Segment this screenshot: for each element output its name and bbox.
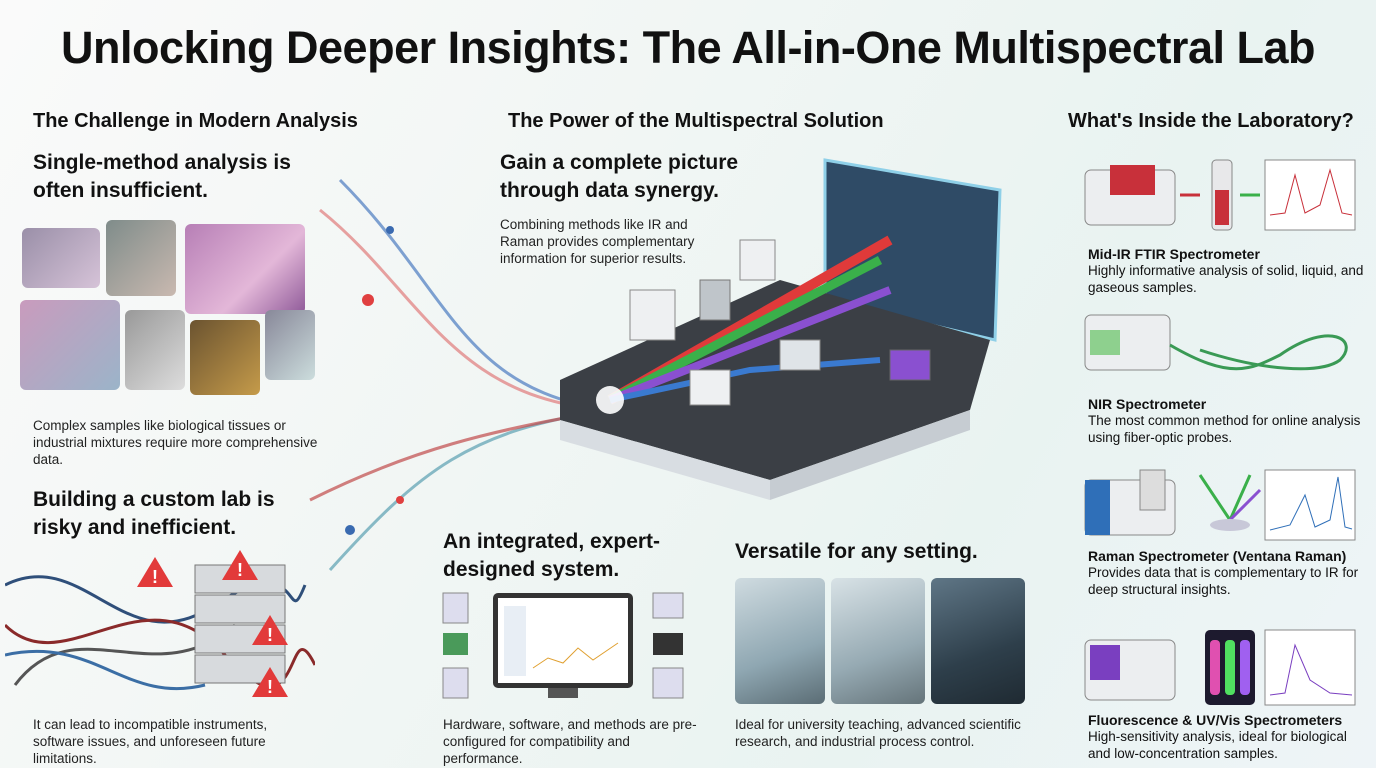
lab-contents-heading: What's Inside the Laboratory? <box>1068 110 1354 132</box>
raman-title: Raman Spectrometer (Ventana Raman) <box>1088 548 1347 564</box>
warning-icon: ! <box>252 667 288 697</box>
raman-text: Provides data that is complementary to I… <box>1088 565 1359 597</box>
warning-icon: ! <box>137 557 173 587</box>
settings-images <box>735 578 1025 704</box>
fluorescence-title: Fluorescence & UV/Vis Spectrometers <box>1088 712 1343 728</box>
svg-text:!: ! <box>152 567 158 587</box>
nir-text: The most common method for online analys… <box>1088 413 1361 445</box>
raman-illustration <box>1084 469 1356 541</box>
custom-lab-text: It can lead to incompatible instruments,… <box>33 717 268 766</box>
integrated-system-text: Hardware, software, and methods are pre-… <box>443 717 697 766</box>
tangled-cables-illustration: ! ! ! ! <box>5 550 315 697</box>
industrial-control-image <box>931 578 1025 704</box>
single-method-title: Single-method analysis is often insuffic… <box>33 151 291 202</box>
nir-illustration <box>1084 314 1348 371</box>
versatile-title: Versatile for any setting. <box>735 540 978 563</box>
challenge-heading: The Challenge in Modern Analysis <box>33 110 358 132</box>
svg-text:!: ! <box>237 560 243 580</box>
integrated-lab-illustration <box>560 158 1002 500</box>
research-lab-image <box>831 578 925 704</box>
fluorescence-text: High-sensitivity analysis, ideal for bio… <box>1088 729 1347 761</box>
ftir-text: Highly informative analysis of solid, li… <box>1088 263 1364 295</box>
ftir-title: Mid-IR FTIR Spectrometer <box>1088 246 1260 262</box>
custom-lab-title: Building a custom lab is risky and ineff… <box>33 488 275 539</box>
solution-heading: The Power of the Multispectral Solution <box>508 110 884 132</box>
synergy-text: Combining methods like IR and Raman prov… <box>500 217 695 266</box>
fragmented-sample-images <box>20 220 320 400</box>
synergy-title: Gain a complete picture through data syn… <box>500 151 739 202</box>
svg-text:!: ! <box>267 625 273 645</box>
page-title: Unlocking Deeper Insights: The All-in-On… <box>61 22 1315 73</box>
ftir-illustration <box>1084 159 1356 231</box>
versatile-text: Ideal for university teaching, advanced … <box>735 717 1021 749</box>
integrated-system-title: An integrated, expert-designed system. <box>443 530 661 581</box>
single-method-text: Complex samples like biological tissues … <box>33 418 318 467</box>
university-teaching-image <box>735 578 825 704</box>
nir-title: NIR Spectrometer <box>1088 396 1207 412</box>
fluorescence-illustration <box>1084 629 1356 706</box>
warning-icon: ! <box>252 615 288 645</box>
warning-icon: ! <box>222 550 258 580</box>
svg-text:!: ! <box>267 677 273 697</box>
integrated-system-illustration <box>442 592 684 699</box>
